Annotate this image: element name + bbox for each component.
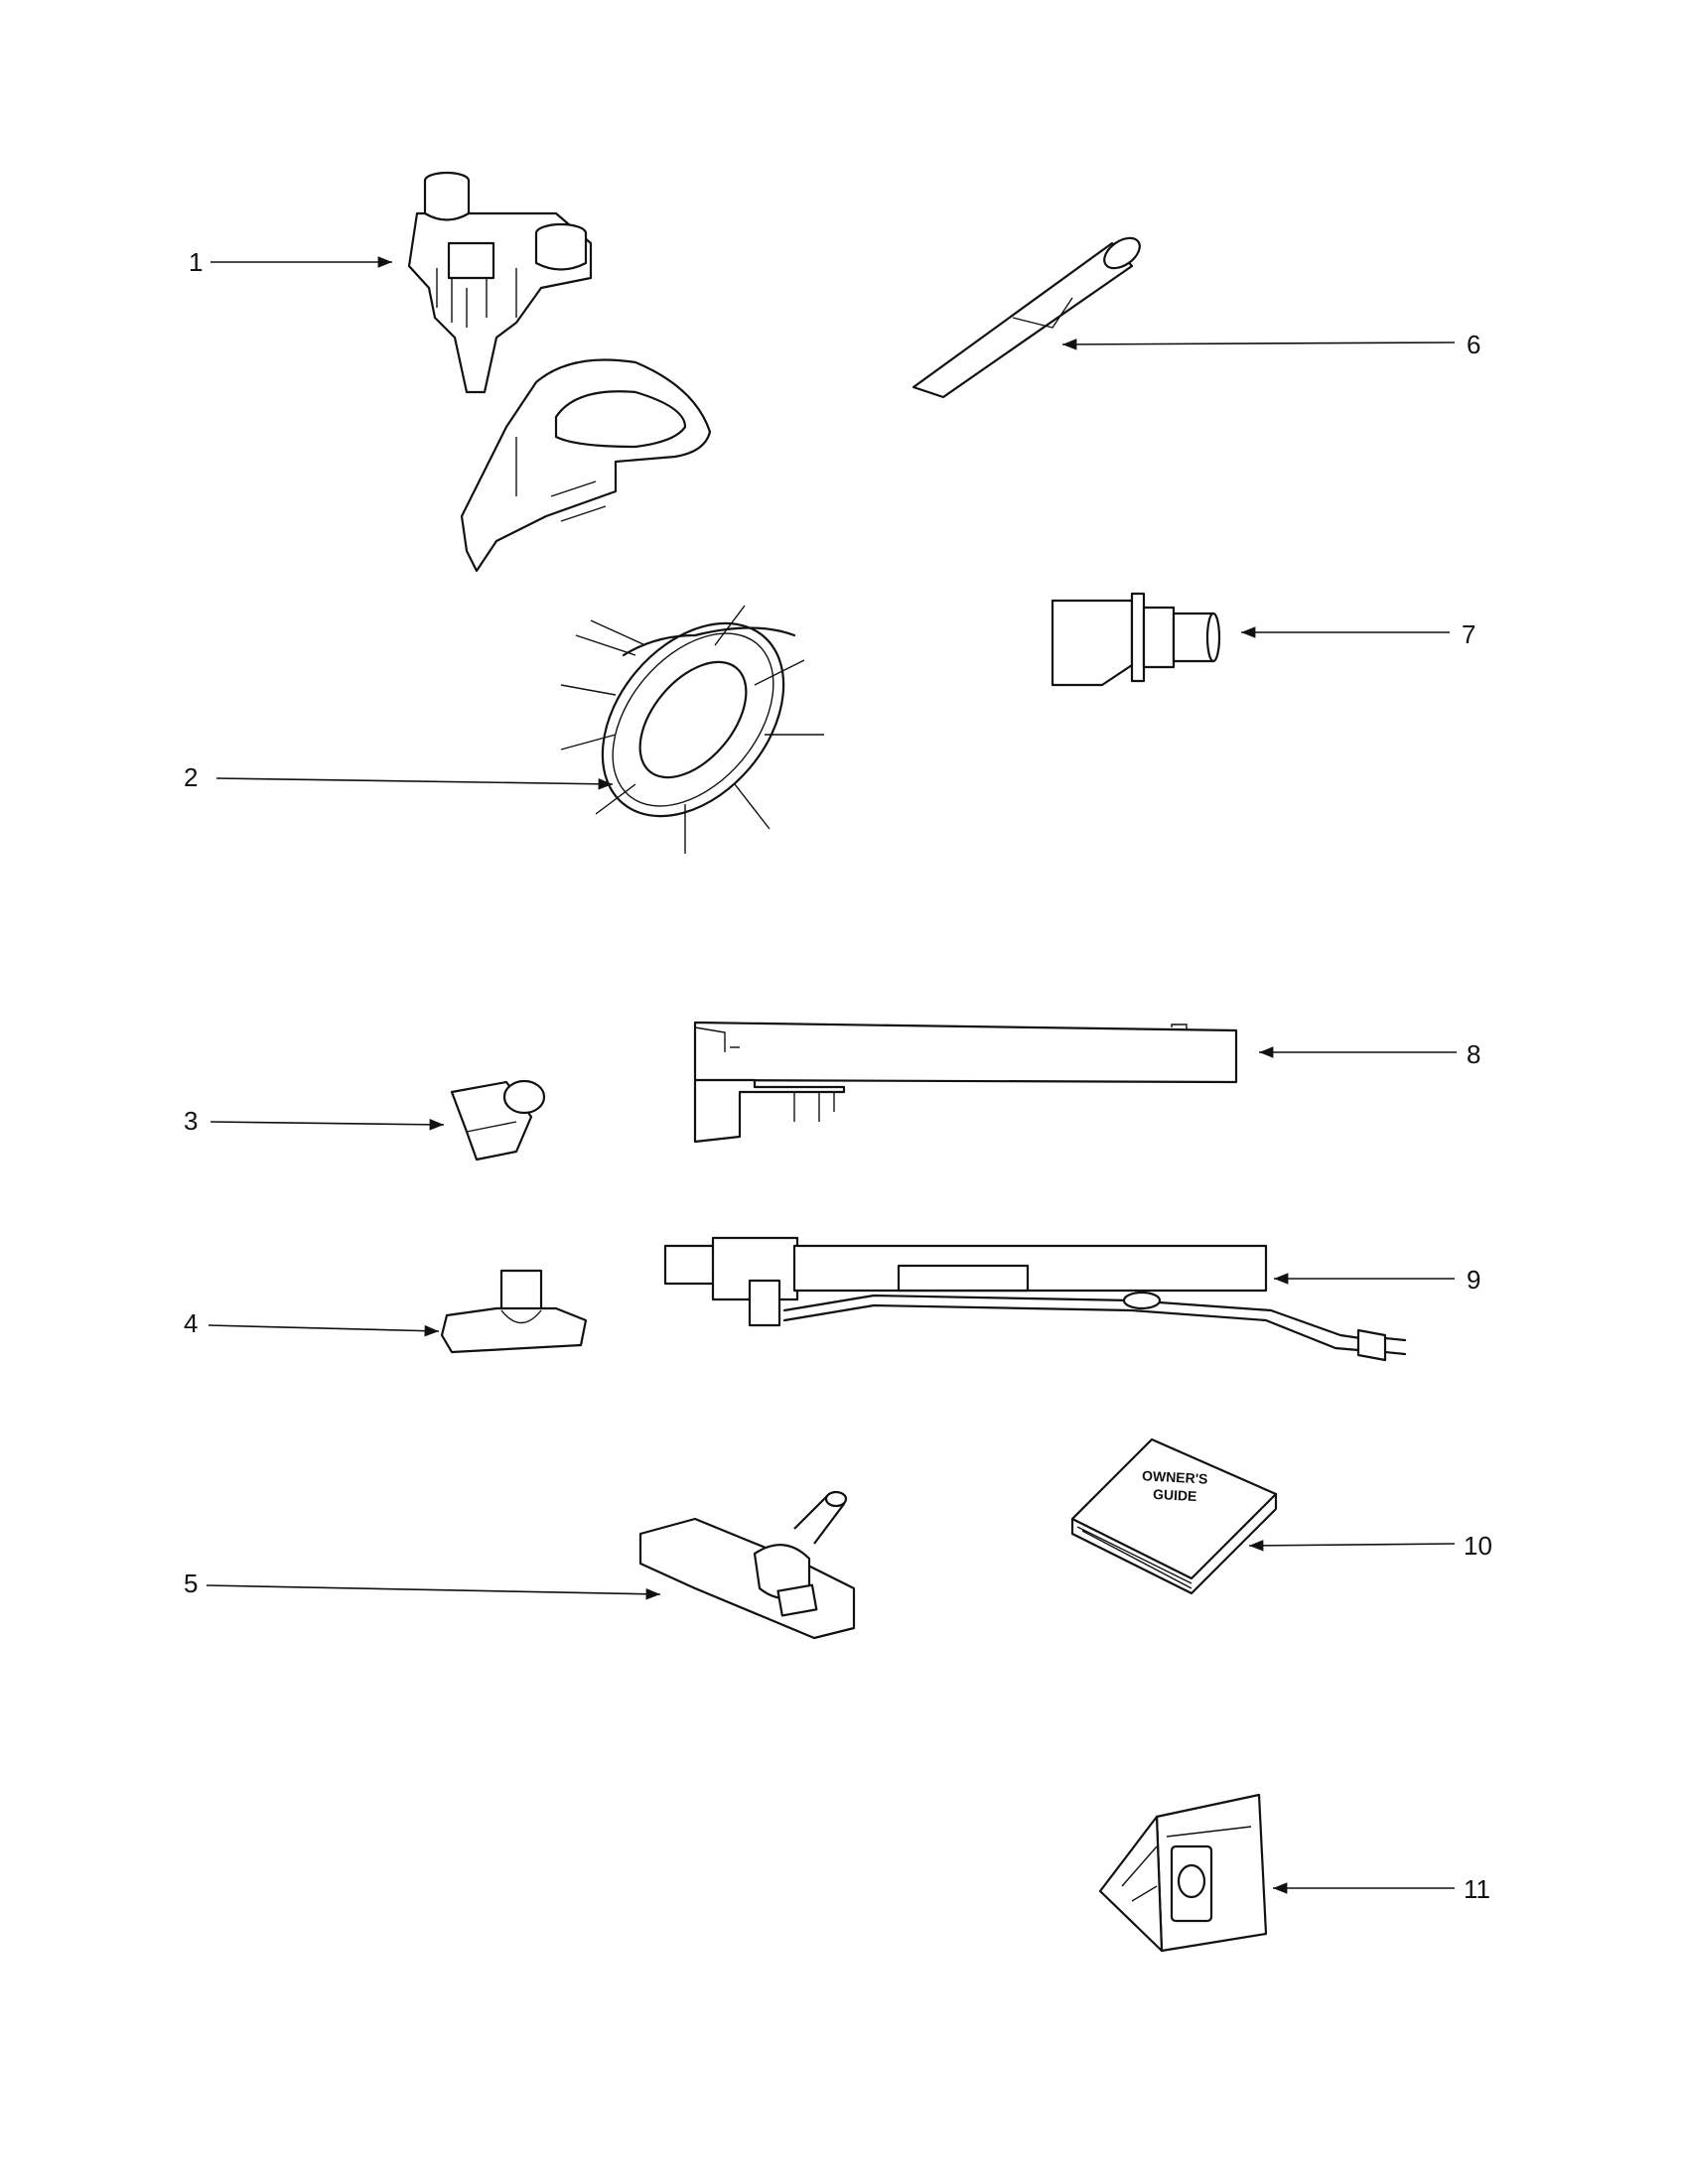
part-1-tool-caddy xyxy=(407,171,593,394)
callout-6: 6 xyxy=(1061,330,1480,359)
callout-number: 11 xyxy=(1464,1874,1490,1904)
callout-number: 9 xyxy=(1467,1265,1480,1295)
part-10-owners-guide: OWNER'S GUIDE xyxy=(1070,1437,1278,1595)
callout-3: 3 xyxy=(184,1106,445,1136)
callout-5: 5 xyxy=(184,1569,661,1600)
guide-title-line2: GUIDE xyxy=(1153,1486,1197,1504)
callout-11: 11 xyxy=(1273,1874,1490,1904)
callout-9: 9 xyxy=(1274,1265,1480,1295)
callout-1: 1 xyxy=(189,247,392,277)
callout-number: 8 xyxy=(1467,1039,1480,1069)
part-2-hose-assembly xyxy=(460,358,824,854)
callout-number: 2 xyxy=(184,762,198,792)
callout-number: 5 xyxy=(184,1569,198,1598)
callout-10: 10 xyxy=(1248,1531,1492,1561)
part-9-power-wand xyxy=(663,1236,1407,1362)
part-8-wand xyxy=(693,1021,1238,1144)
part-11-dust-bag xyxy=(1098,1793,1268,1953)
callout-number: 3 xyxy=(184,1106,198,1136)
callout-number: 6 xyxy=(1467,330,1480,359)
part-5-floor-nozzle xyxy=(638,1490,856,1640)
callout-number: 4 xyxy=(184,1308,198,1338)
callout-7: 7 xyxy=(1241,619,1475,649)
part-6-crevice-tool xyxy=(912,236,1141,399)
callout-2: 2 xyxy=(184,762,614,792)
part-3-adapter xyxy=(450,1079,546,1161)
guide-title-line1: OWNER'S xyxy=(1142,1467,1208,1486)
callout-4: 4 xyxy=(184,1308,440,1338)
part-4-upholstery-tool xyxy=(440,1269,588,1354)
part-7-adapter xyxy=(1051,592,1221,687)
callout-number: 1 xyxy=(189,247,203,277)
callout-number: 10 xyxy=(1464,1531,1492,1561)
callout-number: 7 xyxy=(1462,619,1475,649)
callout-8: 8 xyxy=(1259,1039,1480,1069)
